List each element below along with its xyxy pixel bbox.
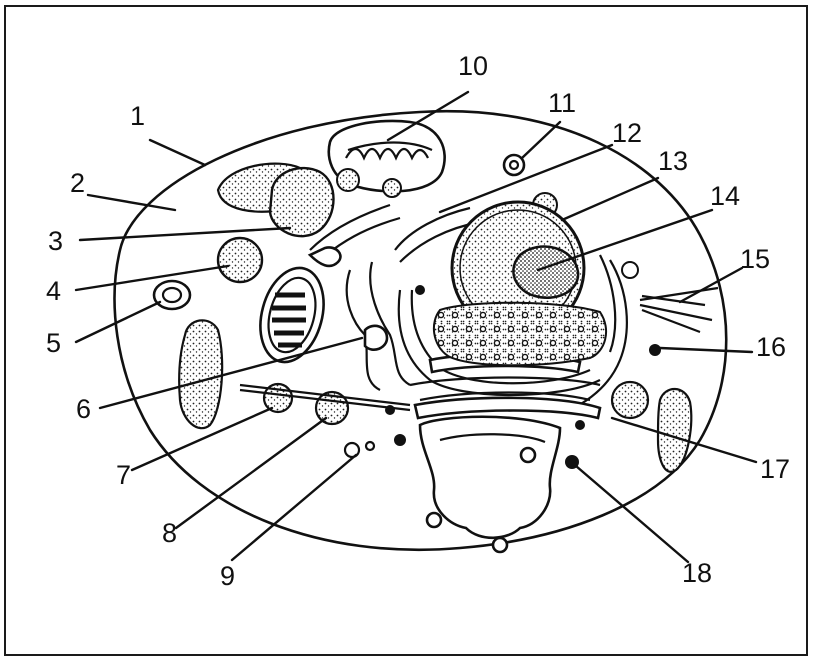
lysosome: [216, 236, 264, 284]
vacuole-right: [656, 387, 693, 473]
label-8: 8: [162, 518, 177, 548]
endoplasmic-reticulum: [307, 203, 628, 411]
number-labels: 1 2 3 4 5 6 7 8 9 10 11 12 13 14 15 16 1…: [46, 51, 790, 591]
vacuole-left: [178, 319, 224, 430]
secretory-vesicle: [418, 415, 562, 540]
centriole: [152, 279, 192, 311]
label-3: 3: [48, 226, 63, 256]
rough-er-dotted: [432, 301, 608, 367]
vacuole-group: [216, 162, 335, 238]
label-18: 18: [682, 558, 712, 588]
vesicle-right: [610, 380, 650, 420]
leader-lines: [74, 90, 758, 564]
cell-membrane: [113, 109, 728, 552]
label-9: 9: [220, 561, 235, 591]
label-10: 10: [458, 51, 488, 81]
label-12: 12: [612, 118, 642, 148]
label-15: 15: [740, 244, 770, 274]
label-11: 11: [548, 88, 576, 118]
label-2: 2: [70, 168, 85, 198]
label-5: 5: [46, 328, 61, 358]
diagram-frame: [4, 5, 808, 656]
label-7: 7: [116, 460, 131, 490]
cilia: [639, 286, 719, 334]
label-6: 6: [76, 394, 91, 424]
label-4: 4: [46, 276, 61, 306]
mitochondrion-left: [259, 266, 325, 364]
vesicle-small: [502, 153, 526, 177]
label-1: 1: [130, 101, 145, 131]
label-13: 13: [658, 146, 688, 176]
microtubule: [239, 383, 411, 412]
nucleolus: [512, 245, 580, 299]
label-14: 14: [710, 181, 740, 211]
label-16: 16: [756, 332, 786, 362]
label-17: 17: [760, 454, 790, 484]
